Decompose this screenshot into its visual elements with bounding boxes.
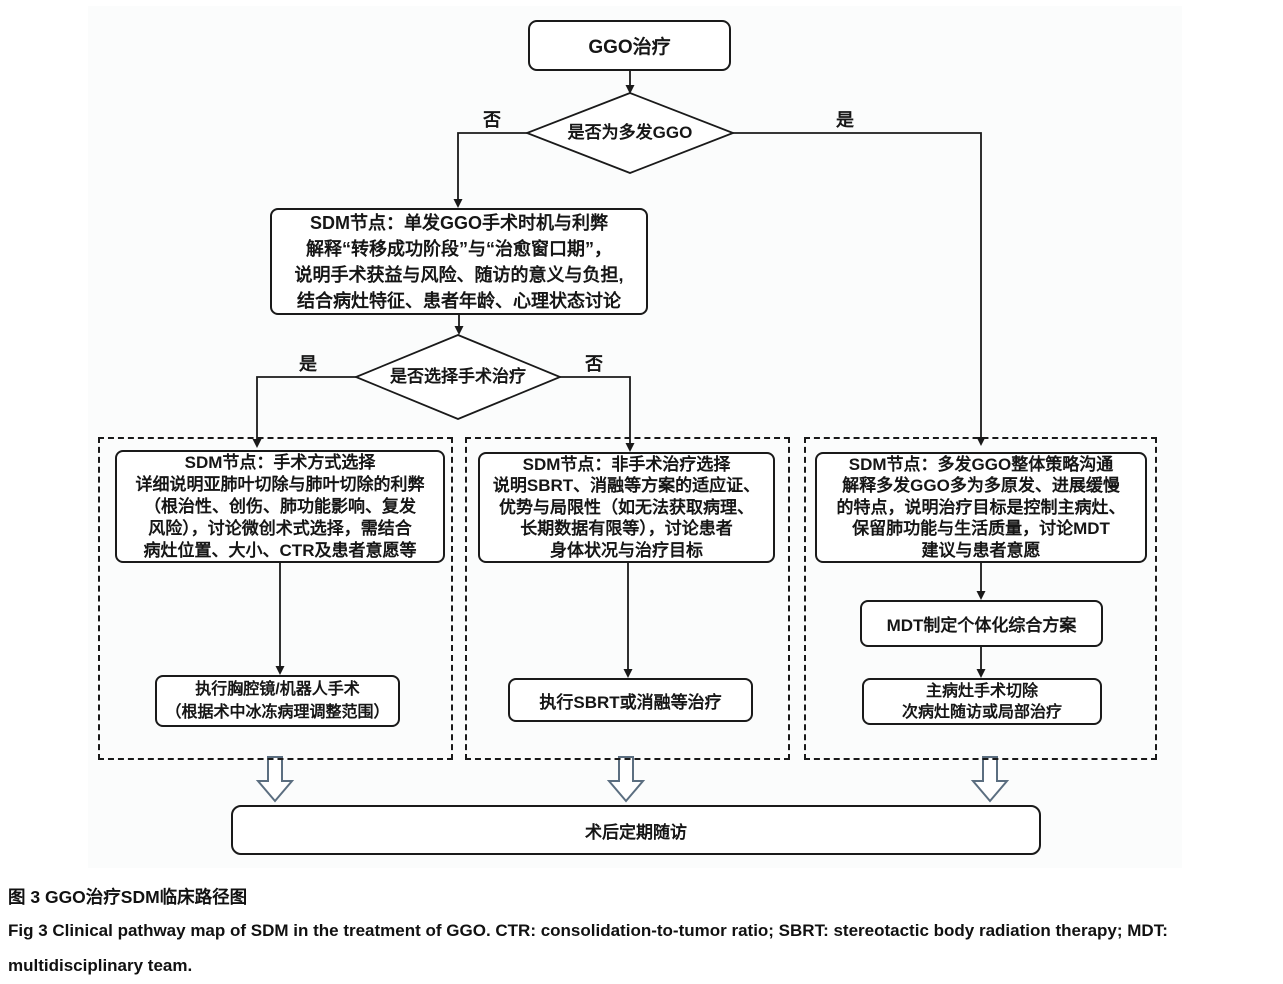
decision-surgery-yes-label: 是 bbox=[299, 354, 317, 374]
decision-multifocal-label: 是否为多发GGO bbox=[567, 123, 693, 142]
action-surgery-line-2: （根据术中冰冻病理调整范围） bbox=[165, 704, 390, 721]
decision-diamond-multifocal bbox=[524, 92, 736, 174]
action-multifocal-line-2: 次病灶随访或局部治疗 bbox=[901, 703, 1062, 721]
sdm-node-single-ggo: SDM节点：单发GGO手术时机与利弊 解释“转移成功阶段”与“治愈窗口期”， 说… bbox=[270, 208, 648, 315]
sdm-nonsurgery-line-4: 长期数据有限等），讨论患者 bbox=[520, 519, 733, 539]
start-node-ggo-treatment: GGO治疗 bbox=[528, 20, 731, 71]
sdm-multifocal-line-4: 保留肺功能与生活质量，讨论MDT bbox=[852, 519, 1110, 539]
sdm-single-line-2: 解释“转移成功阶段”与“治愈窗口期”， bbox=[306, 238, 612, 259]
mdt-plan-node: MDT制定个体化综合方案 bbox=[860, 600, 1103, 647]
followup-label: 术后定期随访 bbox=[585, 822, 687, 842]
decision-surgery-label: 是否选择手术治疗 bbox=[390, 367, 526, 386]
sdm-nonsurgery-line-2: 说明SBRT、消融等方案的适应证、 bbox=[492, 476, 761, 496]
sdm-multifocal-line-1: SDM节点：多发GGO整体策略沟通 bbox=[848, 454, 1114, 474]
action-surgery-line-1: 执行胸腔镜/机器人手术 bbox=[195, 681, 360, 698]
sdm-node-surgery-method: SDM节点：手术方式选择 详细说明亚肺叶切除与肺叶切除的利弊 （根治性、创伤、肺… bbox=[115, 450, 445, 563]
sdm-surgery-line-3: （根治性、创伤、肺功能影响、复发 bbox=[144, 496, 416, 516]
dashed-box-nonsurgery-branch bbox=[465, 437, 790, 760]
figure-caption-en-line2: multidisciplinary team. bbox=[8, 956, 193, 975]
sdm-nonsurgery-line-3: 优势与局限性（如无法获取病理、 bbox=[499, 497, 754, 517]
dashed-box-surgery-branch bbox=[98, 437, 453, 760]
decision-diamond-surgery bbox=[353, 334, 563, 420]
action-nonsurgery-line-1: 执行SBRT或消融等治疗 bbox=[539, 692, 722, 712]
action-node-main-lesion: 主病灶手术切除 次病灶随访或局部治疗 bbox=[862, 678, 1102, 725]
decision-multifocal-no-label: 否 bbox=[483, 110, 501, 130]
sdm-surgery-line-4: 风险），讨论微创术式选择，需结合 bbox=[148, 518, 412, 538]
sdm-multifocal-line-2: 解释多发GGO多为多原发、进展缓慢 bbox=[842, 476, 1120, 496]
block-arrow-down-icon bbox=[970, 756, 1010, 803]
arrowhead-icon bbox=[252, 85, 986, 678]
sdm-single-line-3: 说明手术获益与风险、随访的意义与负担, bbox=[294, 264, 624, 285]
action-multifocal-line-1: 主病灶手术切除 bbox=[925, 682, 1038, 700]
dashed-box-multifocal-branch bbox=[804, 437, 1157, 760]
block-arrow-down-icon bbox=[255, 756, 295, 803]
sdm-multifocal-line-3: 的特点，说明治疗目标是控制主病灶、 bbox=[836, 497, 1126, 517]
sdm-surgery-line-2: 详细说明亚肺叶切除与肺叶切除的利弊 bbox=[135, 474, 425, 494]
figure-caption-en-line1: Fig 3 Clinical pathway map of SDM in the… bbox=[8, 921, 1168, 940]
sdm-single-line-1: SDM节点：单发GGO手术时机与利弊 bbox=[309, 212, 608, 233]
action-node-vats-surgery: 执行胸腔镜/机器人手术 （根据术中冰冻病理调整范围） bbox=[155, 675, 400, 727]
sdm-node-multifocal-strategy: SDM节点：多发GGO整体策略沟通 解释多发GGO多为多原发、进展缓慢 的特点，… bbox=[815, 452, 1147, 563]
sdm-surgery-line-5: 病灶位置、大小、CTR及患者意愿等 bbox=[143, 540, 417, 560]
decision-surgery-no-label: 否 bbox=[585, 354, 603, 374]
sdm-single-line-4: 结合病灶特征、患者年龄、心理状态讨论 bbox=[297, 290, 621, 311]
sdm-nonsurgery-line-5: 身体状况与治疗目标 bbox=[550, 540, 703, 560]
sdm-nonsurgery-line-1: SDM节点：非手术治疗选择 bbox=[522, 454, 731, 474]
start-node-label: GGO治疗 bbox=[588, 37, 671, 58]
followup-node: 术后定期随访 bbox=[231, 805, 1041, 855]
sdm-node-nonsurgical: SDM节点：非手术治疗选择 说明SBRT、消融等方案的适应证、 优势与局限性（如… bbox=[478, 452, 775, 563]
sdm-multifocal-line-5: 建议与患者意愿 bbox=[921, 540, 1041, 560]
sdm-surgery-line-1: SDM节点：手术方式选择 bbox=[184, 452, 376, 472]
block-arrow-down-icon bbox=[606, 756, 646, 803]
figure-caption-zh: 图 3 GGO治疗SDM临床路径图 bbox=[8, 887, 248, 907]
action-node-sbrt-ablation: 执行SBRT或消融等治疗 bbox=[508, 678, 753, 722]
decision-multifocal-yes-label: 是 bbox=[836, 110, 854, 130]
mdt-plan-label: MDT制定个体化综合方案 bbox=[886, 616, 1077, 635]
